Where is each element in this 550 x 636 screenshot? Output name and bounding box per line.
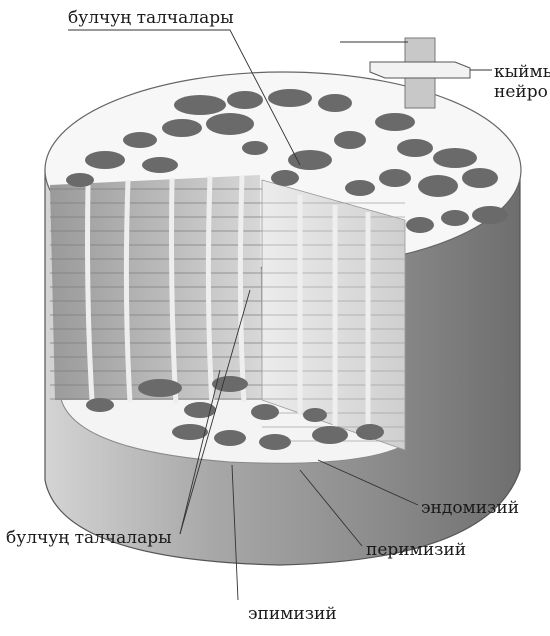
label-muscle-fascicles-bottom: булчуң талчалары — [6, 528, 172, 548]
label-epimysium: эпимизий — [248, 604, 337, 624]
label-perimysium: перимизий — [366, 540, 466, 560]
fiber-stripes-left — [50, 185, 262, 400]
label-motor-neuron-line2: нейро — [494, 82, 548, 102]
label-muscle-fascicles-top: булчуң талчалары — [68, 8, 234, 28]
label-endomysium: эндомизий — [421, 498, 519, 518]
neuron-plate — [370, 62, 470, 78]
label-motor-neuron-line1: кыймы — [494, 62, 550, 82]
